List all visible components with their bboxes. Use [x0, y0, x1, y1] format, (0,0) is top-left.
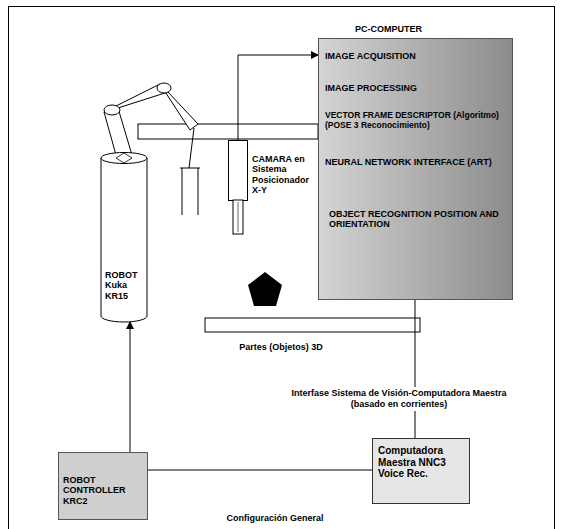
connector: [130, 322, 131, 452]
connector: [238, 55, 318, 140]
robot-controller-box: ROBOT CONTROLLER KRC2: [58, 452, 148, 520]
robot-cylinder: ROBOT Kuka KR15: [100, 152, 148, 322]
camera-outline: [228, 140, 248, 235]
node-text: ROBOT Kuka KR15: [105, 270, 147, 301]
work-table: [205, 318, 420, 332]
node-text: PC-COMPUTER: [355, 24, 505, 34]
node-text: IMAGE PROCESSING: [325, 83, 505, 93]
node-text: ROBOT CONTROLLER KRC2: [63, 475, 145, 506]
connector: [148, 470, 372, 471]
camera: CAMARA en Sistema Posicionador X-Y: [228, 140, 248, 235]
master-computer-box: Computadora Maestra NNC3 Voice Rec.: [372, 438, 470, 504]
pc-computer-box: PC-COMPUTERIMAGE ACQUISITIONIMAGE PROCES…: [318, 38, 513, 300]
annotation-label: Partes (Objetos) 3D: [236, 342, 326, 353]
node-text: VECTOR FRAME DESCRIPTOR (Algoritmo) (POS…: [325, 111, 510, 131]
node-text: OBJECT RECOGNITION POSITION AND ORIENTAT…: [329, 209, 504, 230]
annotation-label: Interfase Sistema de Visión-Computadora …: [288, 387, 510, 411]
node-text: Computadora Maestra NNC3 Voice Rec.: [378, 445, 466, 480]
object-pentagon: [248, 272, 282, 306]
node-text: IMAGE ACQUISITION: [325, 51, 505, 61]
connector: [415, 300, 416, 438]
node-text: CAMARA en Sistema Posicionador X-Y: [252, 154, 316, 195]
node-text: NEURAL NETWORK INTERFACE (ART): [325, 157, 505, 167]
gantry-bar: [138, 124, 318, 139]
annotation-label: Configuración General: [200, 513, 350, 524]
